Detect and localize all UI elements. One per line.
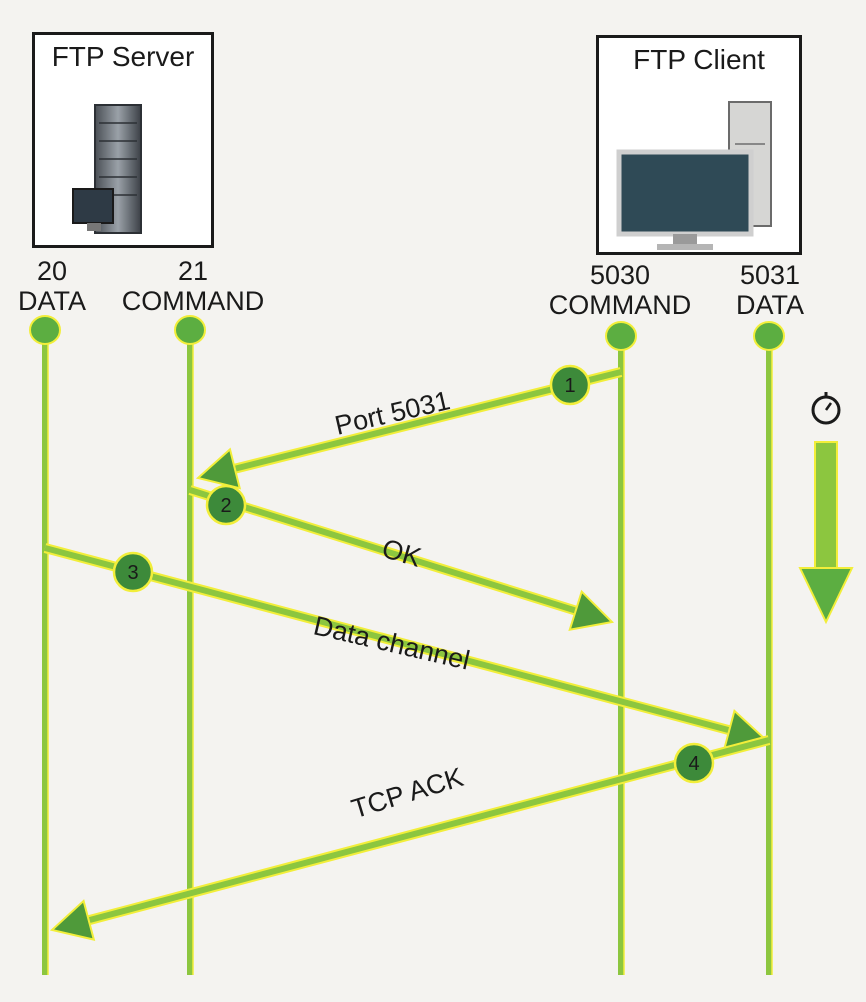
port-number: 5030	[589, 260, 651, 290]
port-label: DATA	[735, 290, 804, 320]
arrowhead	[195, 447, 242, 490]
step-number: 1	[564, 375, 575, 397]
port-label: DATA	[17, 286, 86, 316]
stopwatch-icon	[811, 395, 841, 425]
port-label: COMMAND	[121, 286, 265, 316]
step-number: 2	[220, 495, 231, 517]
message-arrow-tcp-ack: 4	[49, 735, 771, 941]
message-arrow-ok: 2	[188, 484, 615, 632]
step-badge	[112, 551, 154, 593]
port-node	[174, 315, 206, 345]
message-arrow-port: 1	[195, 364, 623, 490]
client-title: FTP Client	[633, 44, 765, 75]
port-server-data: 20 DATA	[0, 256, 104, 316]
port-server-command: 21 COMMAND	[110, 256, 276, 316]
step-badge	[549, 364, 591, 406]
server-tower-icon	[72, 104, 142, 234]
port-client-command: 5030 COMMAND	[540, 260, 700, 320]
port-number: 21	[177, 256, 209, 286]
port-node	[753, 321, 785, 351]
port-client-data: 5031 DATA	[720, 260, 820, 320]
step-number: 3	[127, 562, 138, 584]
ftp-server-box: FTP Server	[32, 32, 214, 248]
server-title: FTP Server	[51, 41, 195, 72]
step-number: 4	[688, 753, 699, 775]
port-node	[29, 315, 61, 345]
step-badge	[205, 484, 247, 526]
arrowhead	[568, 589, 615, 632]
port-label: COMMAND	[548, 290, 692, 320]
desktop-computer-icon	[616, 101, 772, 250]
step-badge	[673, 742, 715, 784]
port-number: 5031	[739, 260, 801, 290]
port-number: 20	[36, 256, 68, 286]
time-direction-arrow	[798, 392, 854, 625]
arrowhead	[49, 899, 96, 941]
ftp-client-box: FTP Client	[596, 35, 802, 255]
port-node	[605, 321, 637, 351]
